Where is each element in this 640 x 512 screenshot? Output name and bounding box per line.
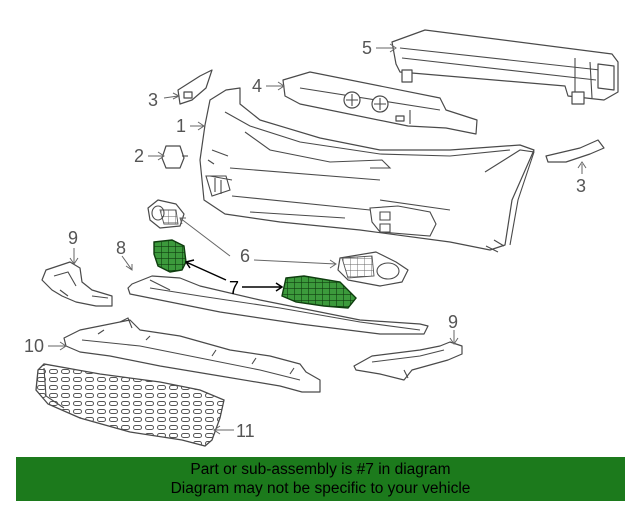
callout-6: 6 [240,246,250,266]
part-10-lower-valance [63,317,321,393]
callout-1: 1 [176,116,186,136]
callout-8: 8 [116,238,126,258]
part-4-energy-absorber [282,71,478,135]
callout-4: 4 [252,76,262,96]
part-3-left-bracket [177,69,213,105]
banner-line-part-number: Part or sub-assembly is #7 in diagram [190,461,451,478]
callout-10: 10 [24,336,44,356]
part-7-left-grille-highlighted [153,239,187,273]
banner-line-disclaimer: Diagram may not be specific to your vehi… [170,480,471,497]
part-6-right-fog-bezel [337,251,409,287]
leader-lines [48,43,587,435]
part-6-left-fog-bezel [147,199,185,229]
part-11-lower-grille [35,363,225,447]
part-5-reinforcement-beam [391,29,619,105]
callout-3-left: 3 [148,90,158,110]
leader-lines-highlighted [184,259,284,292]
part-1-bumper-cover [199,87,535,253]
callout-7: 7 [229,278,239,298]
callout-11: 11 [236,421,255,441]
part-8-lower-trim [127,275,429,335]
callout-3-right: 3 [576,176,586,196]
info-banner: Part or sub-assembly is #7 in diagram Di… [16,457,625,501]
part-3-right-bracket [545,139,605,163]
part-7-right-grille-highlighted [281,275,357,309]
part-9-left-deflector [41,261,113,307]
callout-9-left: 9 [68,228,78,248]
callout-9-right: 9 [448,312,458,332]
callout-5: 5 [362,38,372,58]
callout-2: 2 [134,146,144,166]
part-2-tow-hook-cover [161,145,188,169]
part-9-right-deflector [353,341,463,381]
